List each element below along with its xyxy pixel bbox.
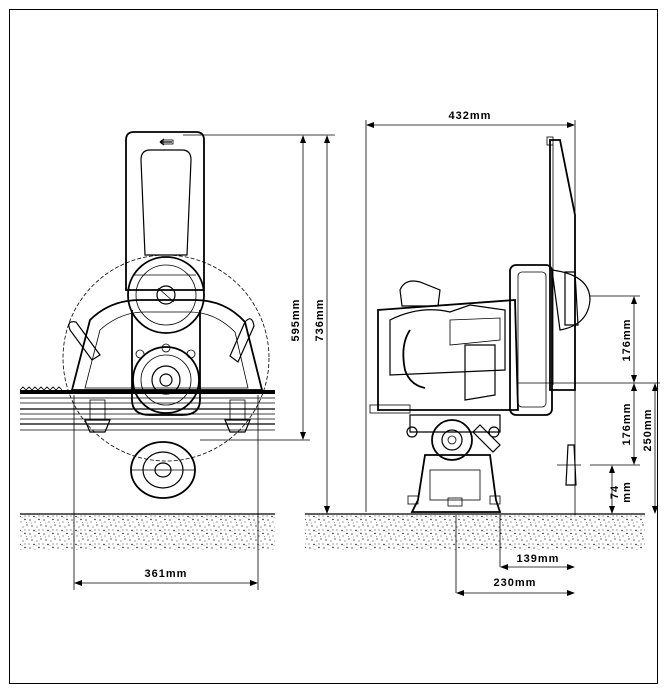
dim-250-label: 250mm <box>642 409 654 452</box>
dim-361-label: 361mm <box>145 568 188 580</box>
dim-361: 361mm <box>74 568 258 586</box>
ground-left <box>20 513 275 550</box>
base-stand <box>407 454 502 513</box>
dim-176-upper-label: 176mm <box>621 319 633 362</box>
dim-230-label: 230mm <box>494 577 537 589</box>
dim-432: 432mm <box>366 110 575 128</box>
dim-595-label: 595mm <box>290 299 302 342</box>
ground-right <box>305 513 645 550</box>
dim-736-label: 736mm <box>314 299 326 342</box>
dim-176-lower-label: 176mm <box>621 403 633 446</box>
dim-736: 736mm <box>314 135 330 514</box>
gearbox <box>509 264 591 416</box>
page-border <box>9 9 658 684</box>
dim-74-label-1: 74 <box>609 485 621 499</box>
dim-74: 74 mm <box>609 465 633 514</box>
rail-clamp <box>406 414 501 461</box>
side-view <box>365 120 660 593</box>
dim-74-label-2: mm <box>621 481 633 503</box>
engine-body <box>369 280 519 414</box>
dim-139: 139mm <box>500 553 575 570</box>
carry-handle <box>125 131 205 291</box>
side-wheel <box>557 444 581 486</box>
front-housing <box>68 256 264 433</box>
dim-250: 250mm <box>642 383 658 514</box>
dim-432-label: 432mm <box>449 110 492 122</box>
front-view <box>19 131 335 590</box>
rail-wheel <box>130 441 196 499</box>
left-arrow-icon <box>159 138 174 146</box>
dim-139-label: 139mm <box>517 553 560 565</box>
rail-track <box>19 386 275 431</box>
blade-outline <box>62 254 270 462</box>
dim-230: 230mm <box>456 577 575 596</box>
dim-176-upper: 176mm <box>621 296 637 383</box>
dim-595: 595mm <box>290 135 306 440</box>
dim-176-lower: 176mm <box>621 383 637 465</box>
